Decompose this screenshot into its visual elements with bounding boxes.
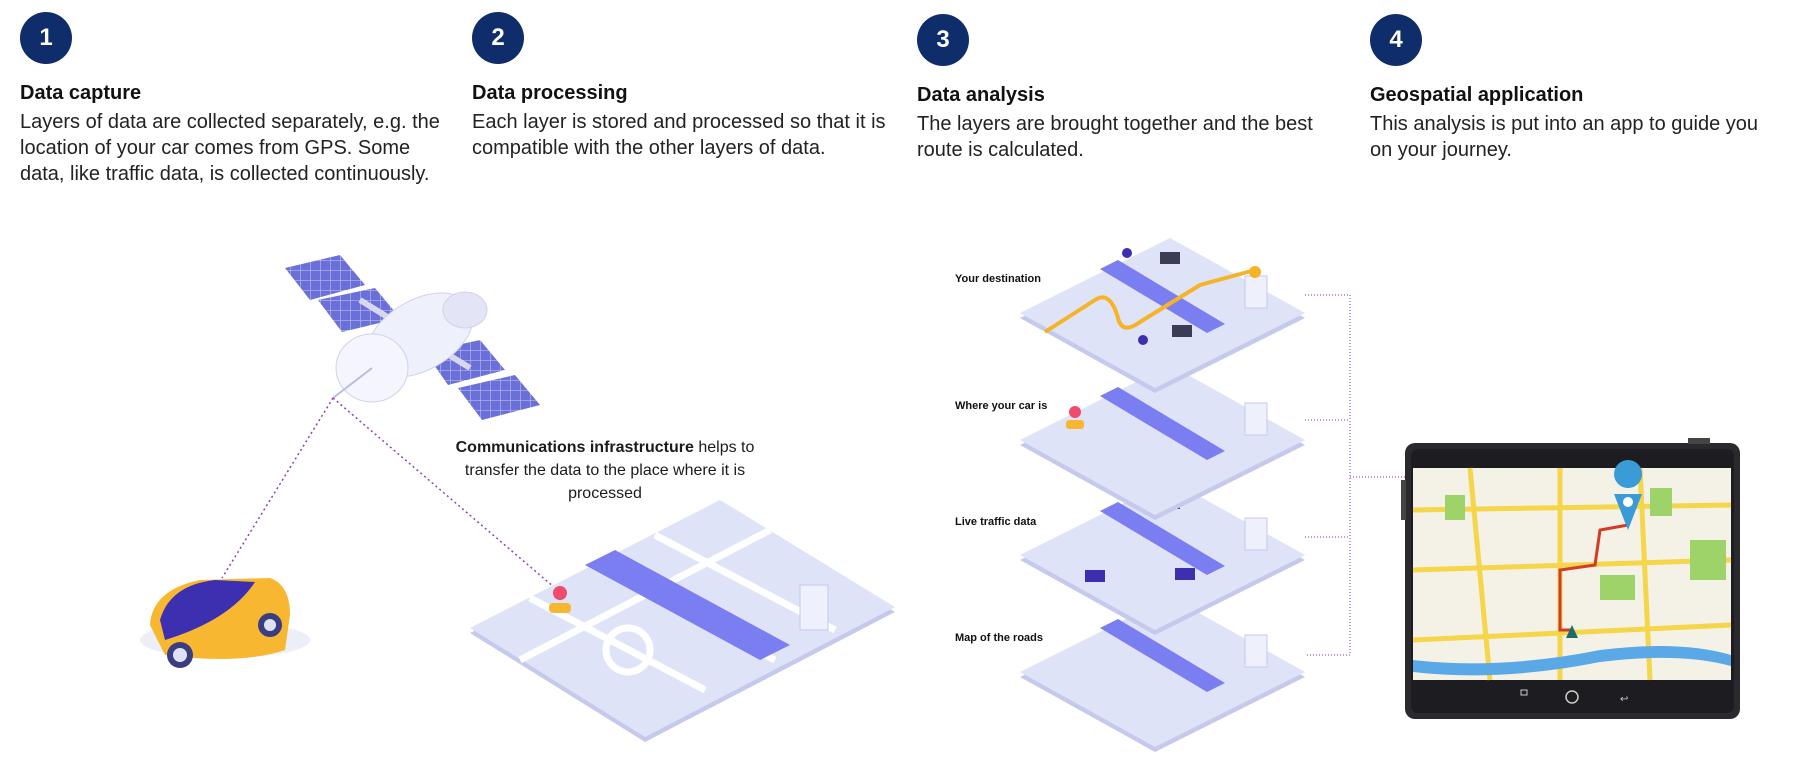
step-description: Each layer is stored and processed so th…	[472, 111, 886, 159]
signal-lines	[221, 397, 556, 589]
layer-destination	[1020, 238, 1305, 393]
step-3: 3 Data analysis The layers are brought t…	[917, 14, 1337, 163]
processed-map	[470, 500, 895, 742]
communications-caption: Communications infrastructure helps to t…	[450, 436, 760, 505]
analysis-layers	[1020, 238, 1405, 752]
tablet-icon: ↩	[1401, 438, 1740, 719]
car-icon	[140, 578, 310, 668]
layer-live-traffic	[1020, 480, 1305, 635]
step-1: 1 Data capture Layers of data are collec…	[20, 12, 440, 187]
satellite-icon	[285, 255, 540, 420]
step-number-badge: 1	[20, 12, 72, 64]
step-title: Data analysis	[917, 84, 1045, 106]
layer-label-destination: Your destination	[955, 273, 1041, 285]
svg-text:↩: ↩	[1620, 694, 1628, 705]
layer-map-of-roads	[1020, 597, 1305, 752]
communications-bold: Communications infrastructure	[455, 439, 694, 456]
step-description: The layers are brought together and the …	[917, 113, 1313, 161]
step-number-badge: 3	[917, 14, 969, 66]
step-title: Geospatial application	[1370, 84, 1584, 106]
step-title: Data processing	[472, 82, 628, 104]
step-4: 4 Geospatial application This analysis i…	[1370, 14, 1790, 163]
layer-car-location	[1020, 365, 1305, 520]
step-number-badge: 4	[1370, 14, 1422, 66]
layer-label-car: Where your car is	[955, 400, 1048, 412]
step-2: 2 Data processing Each layer is stored a…	[472, 12, 892, 161]
communications-rest: helps to transfer the data to the place …	[464, 439, 755, 502]
step-title: Data capture	[20, 82, 142, 104]
layer-label-roads: Map of the roads	[955, 632, 1044, 644]
step-description: This analysis is put into an app to guid…	[1370, 113, 1759, 161]
step-number-badge: 2	[472, 12, 524, 64]
layer-label-traffic: Live traffic data	[955, 516, 1037, 528]
step-description: Layers of data are collected separately,…	[20, 111, 440, 185]
